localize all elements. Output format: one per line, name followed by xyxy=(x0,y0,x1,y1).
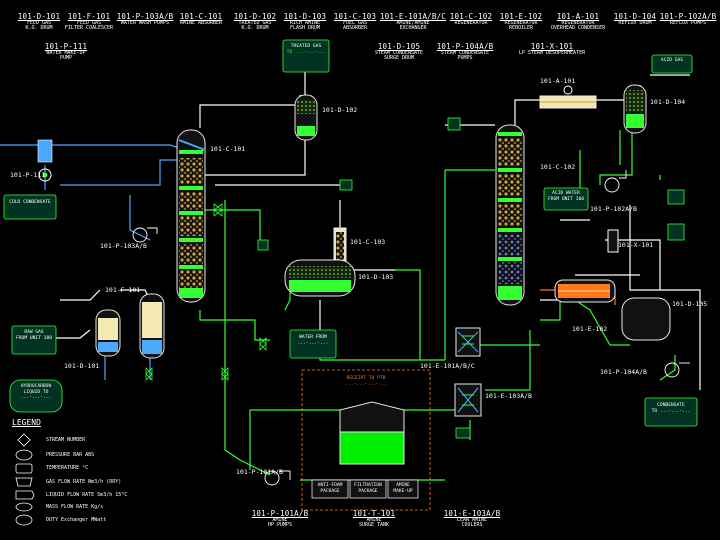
label-c101: 101-C-101 xyxy=(210,145,246,153)
label-d105: 101-D-105 xyxy=(672,300,708,308)
water-from-text: WATER FROM ...-...-... xyxy=(297,335,329,346)
label-e101: 101-E-101A/B/C xyxy=(420,362,475,370)
label-x101: 101-X-101 xyxy=(618,241,654,249)
legend-temperature: TEMPERATURE °C xyxy=(46,465,89,471)
label-p104: 101-P-104A/B xyxy=(600,368,647,376)
tank-note-text: RECEIPT TO PTB ...-...-...-... xyxy=(345,376,387,387)
label-d103: 101-D-103 xyxy=(358,273,394,281)
f101-filter xyxy=(139,293,165,359)
condensate-to-box xyxy=(644,397,698,427)
legend-title: LEGEND xyxy=(12,418,41,427)
cold-condensate-text: COLD CONDENSATE xyxy=(9,200,51,205)
antifoam-text: ANTI-FOAM PACKAGE xyxy=(317,483,343,494)
label-d102: 101-D-102 xyxy=(322,106,358,114)
a101-condenser xyxy=(539,85,597,109)
water-from-box xyxy=(289,329,337,359)
legend-gas-flow: GAS FLOW RATE Nm3/h (DRY) xyxy=(46,479,122,485)
amine-makeup-text: AMINE MAKE-UP xyxy=(393,483,413,494)
d102-drum xyxy=(294,94,318,141)
legend-liquid-flow: LIQUID FLOW RATE Sm3/h 15°C xyxy=(46,492,128,498)
amine-makeup-box xyxy=(387,479,419,499)
filtration-box xyxy=(349,479,387,499)
c102-column xyxy=(495,124,525,306)
label-p102: 101-P-102A/B xyxy=(590,205,637,213)
d101-drum xyxy=(95,309,121,357)
legend-mass-flow: MASS FLOW RATE Kg/s xyxy=(46,504,104,510)
label-c103: 101-C-103 xyxy=(350,238,386,246)
e103-cooler xyxy=(454,383,482,417)
p104-pump xyxy=(664,362,690,378)
e101-exchanger xyxy=(455,327,481,357)
label-e103: 101-E-103A/B xyxy=(485,392,532,400)
d105-drum xyxy=(621,297,671,341)
acid-water-text: ACID WATER FROM UNIT 100 xyxy=(548,191,584,202)
legend-duty: DUTY Exchanger MWatt xyxy=(46,517,107,523)
antifoam-box xyxy=(311,479,349,499)
p102-pump xyxy=(604,170,627,193)
filtration-text: FILTRATION PACKAGE xyxy=(354,483,382,494)
label-f101: 101-F-101 xyxy=(105,286,141,294)
hydrocarbon-box xyxy=(9,379,63,413)
p103-pump xyxy=(132,227,158,243)
instrument-bubbles xyxy=(257,117,685,439)
legend-stream-number: STREAM NUMBER xyxy=(46,437,86,443)
cold-condensate-box xyxy=(3,194,57,220)
legend-pressure: PRESSURE BAR ABS xyxy=(46,452,95,458)
raw-gas-text: RAW GAS FROM UNIT 100 xyxy=(16,330,52,341)
acid-gas-text: ACID GAS xyxy=(660,58,684,63)
p101-pump xyxy=(264,470,291,486)
hydrocarbon-text: HYDROCARBON LIQUID TO ...-...-... xyxy=(20,384,52,400)
label-p103: 101-P-103A/B xyxy=(100,242,147,250)
raw-gas-box xyxy=(11,325,57,355)
acid-gas-box xyxy=(651,54,693,74)
t101-tank xyxy=(339,401,405,465)
label-p111: 101-P-111 xyxy=(10,171,46,179)
condensate-to-text: CONDENSATE TO ...-...-... xyxy=(651,403,691,414)
package-boundary xyxy=(301,369,431,511)
c103-column xyxy=(333,227,347,265)
c101-column xyxy=(176,129,206,303)
label-p101: 101-P-101A/B xyxy=(236,468,283,476)
d103-drum xyxy=(284,259,356,297)
label-a101: 101-A-101 xyxy=(540,77,576,85)
x101-desuperheater xyxy=(607,229,619,253)
label-d104: 101-D-104 xyxy=(650,98,686,106)
label-c102: 101-C-102 xyxy=(540,163,576,171)
p111-pump xyxy=(37,139,53,182)
acid-water-box xyxy=(543,187,589,211)
treated-gas-box xyxy=(282,39,330,73)
valve-symbols xyxy=(145,203,267,381)
label-e102: 101-E-102 xyxy=(572,325,608,333)
e102-reboiler xyxy=(554,279,616,303)
d104-drum xyxy=(623,84,647,134)
label-d101: 101-D-101 xyxy=(64,362,100,370)
legend-symbols xyxy=(15,433,35,526)
